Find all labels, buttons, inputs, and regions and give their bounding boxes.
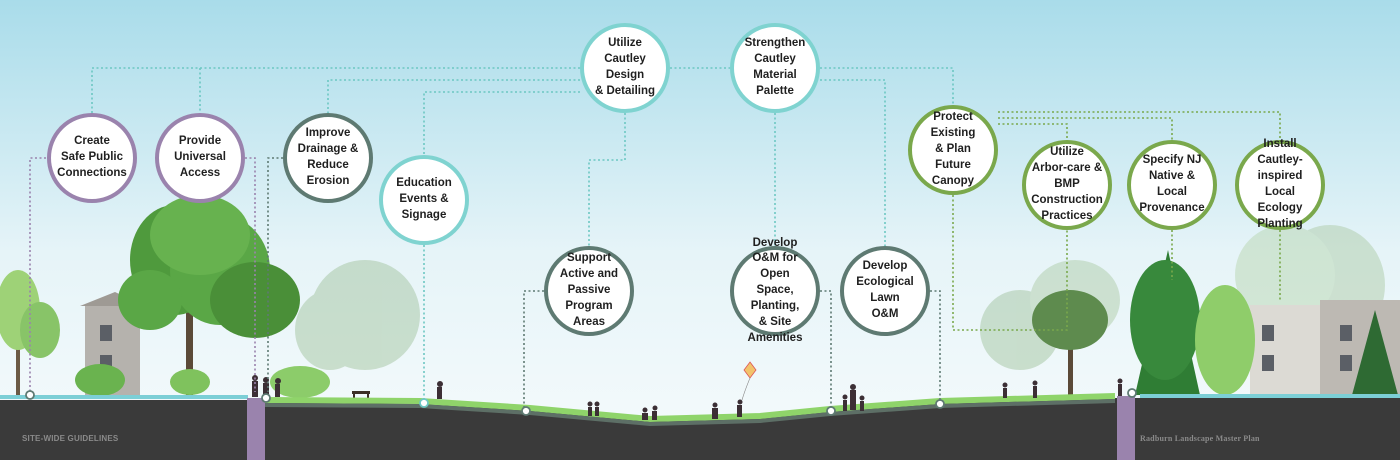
ground-section xyxy=(0,398,1400,460)
footer-section-label: SITE-WIDE GUIDELINES xyxy=(22,434,119,443)
connector-line xyxy=(327,79,580,113)
tree-right-conifer xyxy=(1130,250,1200,395)
kite-icon xyxy=(741,361,757,401)
connector-line xyxy=(91,67,580,113)
connector-line xyxy=(29,157,46,392)
people-figures xyxy=(252,375,1123,420)
ground-anchor-marker xyxy=(521,406,531,416)
ground-anchors xyxy=(25,388,1137,416)
bench-icon xyxy=(352,391,370,400)
connector-line xyxy=(245,157,256,392)
shrubs-left xyxy=(75,364,330,398)
connector-lines xyxy=(29,67,1281,408)
ground-anchor-marker xyxy=(419,398,429,408)
ground-anchor-marker xyxy=(261,393,271,403)
connector-line xyxy=(930,290,941,401)
tree-left-large xyxy=(118,195,300,397)
ground-anchor-marker xyxy=(1127,388,1137,398)
tree-right-light xyxy=(1195,285,1255,395)
ground-anchor-marker xyxy=(25,390,35,400)
connector-line xyxy=(588,113,626,246)
utility-post-right xyxy=(1117,396,1135,460)
connector-line xyxy=(998,123,1068,140)
ground-anchor-marker xyxy=(935,399,945,409)
connector-line xyxy=(820,79,886,246)
connector-line xyxy=(820,67,954,105)
tree-right-center xyxy=(1032,290,1108,397)
footer-plan-title: Radburn Landscape Master Plan xyxy=(1140,434,1260,443)
lawn-surface xyxy=(264,393,1116,423)
lawn-sublayer xyxy=(264,399,1116,427)
utility-post-left xyxy=(247,398,265,460)
tree-right-edge-conifer xyxy=(1352,310,1398,395)
connector-line xyxy=(523,290,544,408)
connector-line xyxy=(952,195,1068,331)
connector-line xyxy=(423,91,580,155)
connector-line xyxy=(267,157,283,392)
ground-anchor-marker xyxy=(826,406,836,416)
connector-line xyxy=(820,290,832,408)
tree-left-small xyxy=(0,270,60,395)
